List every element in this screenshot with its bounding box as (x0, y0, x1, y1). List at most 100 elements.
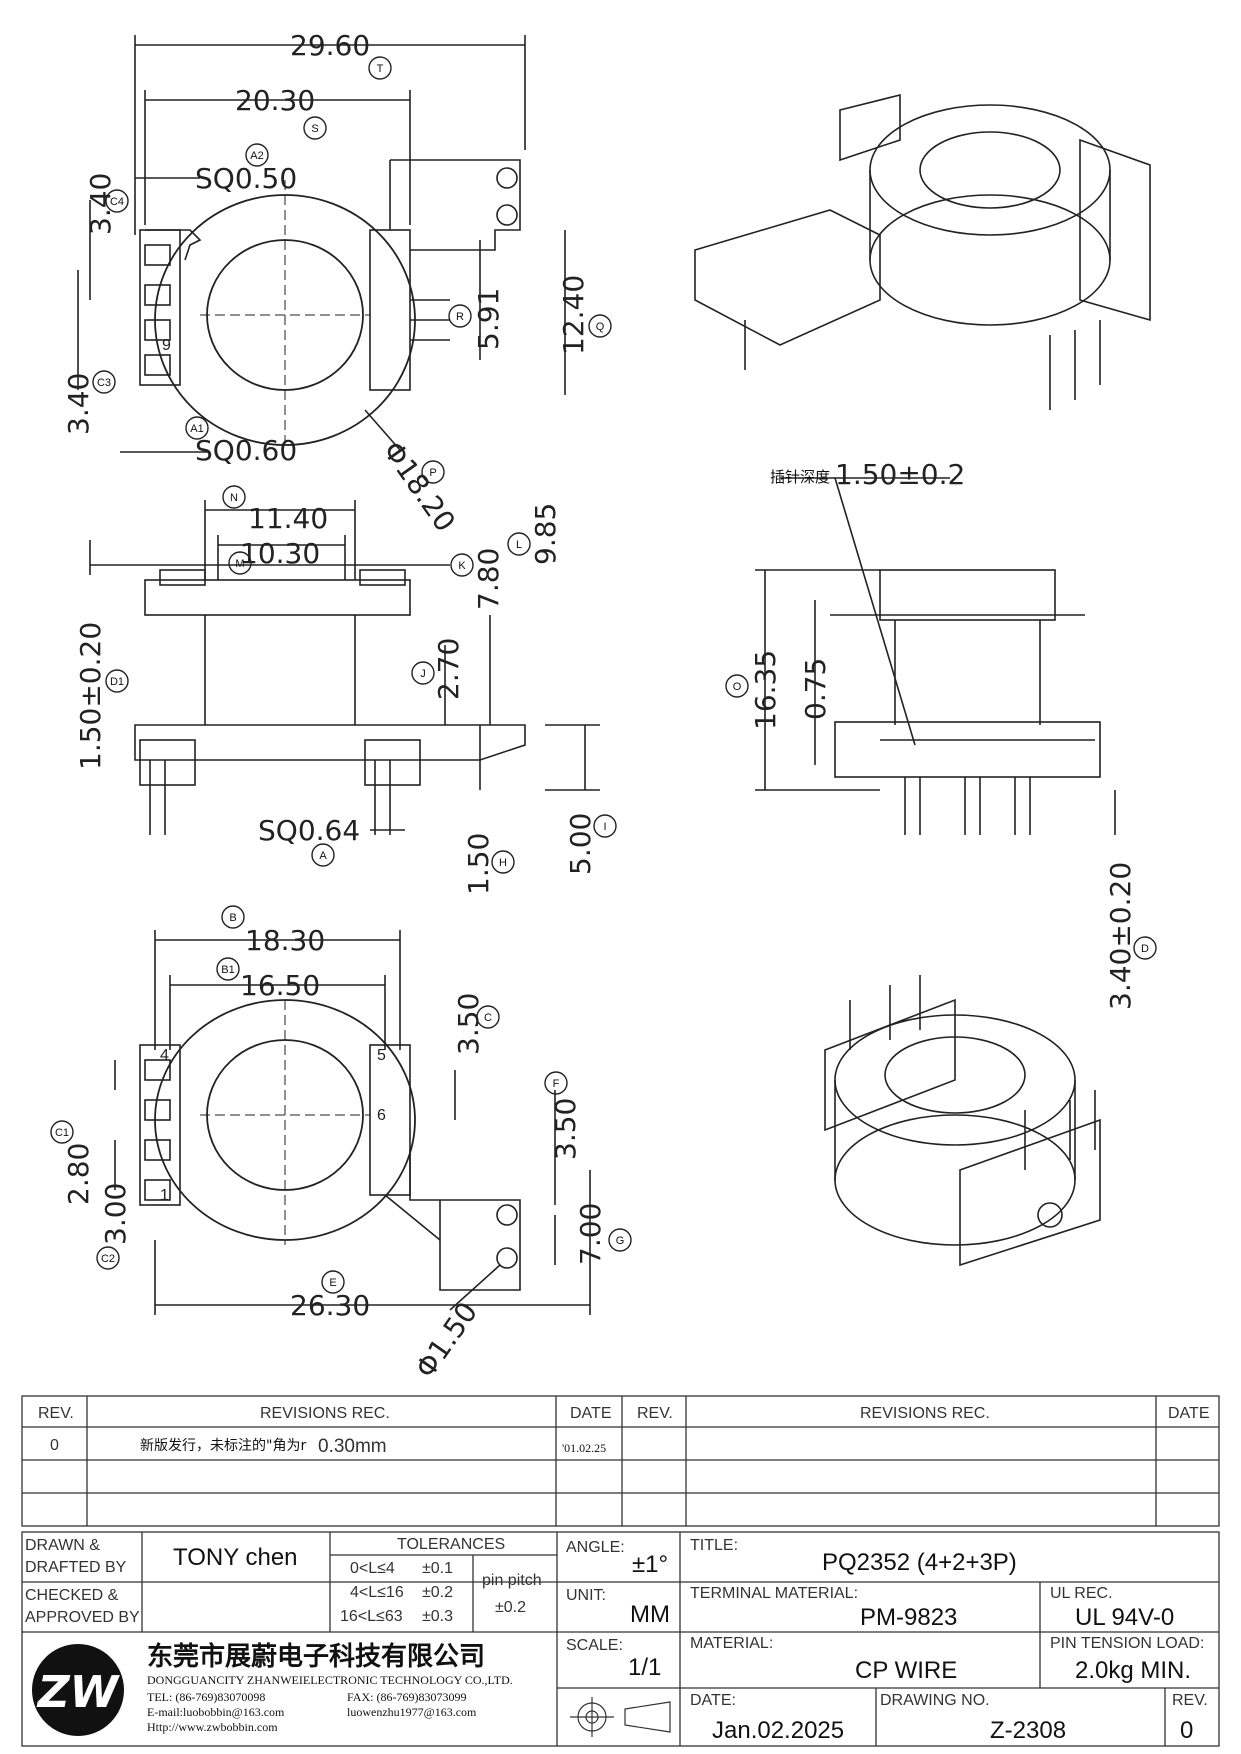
revisions-table: REV. REVISIONS REC. DATE REV. REVISIONS … (21, 1395, 1220, 1527)
svg-text:C1: C1 (55, 1127, 69, 1139)
dim-half: 0.75 (799, 658, 832, 720)
date-header-left: DATE (570, 1405, 611, 1422)
pin-label-5: 5 (377, 1047, 386, 1064)
dim-c4: 3.40 (84, 173, 117, 235)
company-fax: FAX: (86-769)83073099 (347, 1690, 466, 1704)
svg-text:T: T (377, 63, 384, 75)
top-view-labels: 29.60 20.30 SQ0.50 SQ0.60 3.40 3.40 5.91… (62, 29, 590, 538)
drawn-label: DRAWN & (25, 1537, 100, 1554)
svg-text:M: M (235, 558, 244, 570)
dim-m: 10.30 (240, 537, 320, 570)
tol-val-1: ±0.2 (422, 1584, 453, 1601)
bottom-view (114, 930, 591, 1315)
company-email-1: E-mail:luobobbin@163.com (147, 1705, 285, 1719)
side-view-labels: 插针深度 1.50±0.2 16.35 0.75 3.40±0.20 (749, 458, 1137, 1010)
svg-text:O: O (733, 681, 742, 693)
dim-a2: SQ0.50 (195, 162, 297, 195)
rev-header-right: REV. (637, 1405, 673, 1422)
dim-r: 5.91 (472, 288, 505, 350)
iso-view-bottom (824, 975, 1101, 1267)
tol-range-0: 0<L≤4 (350, 1560, 395, 1577)
date-header-right: DATE (1168, 1405, 1209, 1422)
svg-text:K: K (458, 560, 466, 572)
rec-header-right: REVISIONS REC. (860, 1405, 990, 1422)
ul-rec-value: UL 94V-0 (1075, 1604, 1174, 1631)
dim-q: 12.40 (557, 275, 590, 355)
rev-row-0-rec-val: 0.30mm (318, 1436, 387, 1457)
dim-o: 16.35 (749, 650, 782, 730)
scale-value: 1/1 (628, 1654, 661, 1681)
dim-d1: 1.50±0.20 (74, 622, 107, 770)
svg-text:B: B (229, 912, 236, 924)
dim-c3: 3.40 (62, 373, 95, 435)
title-block: DRAWN & DRAFTED BY TONY chen CHECKED & A… (21, 1531, 1220, 1747)
svg-text:D1: D1 (110, 676, 124, 688)
svg-text:N: N (230, 492, 238, 504)
title-value: PQ2352 (4+2+3P) (822, 1549, 1017, 1576)
dim-c1: 2.80 (62, 1143, 95, 1205)
rev-value: 0 (1180, 1717, 1193, 1744)
dim-g: 7.00 (574, 1203, 607, 1265)
checked-label: CHECKED & (25, 1587, 119, 1604)
terminal-material-value: PM-9823 (860, 1604, 957, 1631)
date-label: DATE: (690, 1692, 736, 1709)
company-name-en: DONGGUANCITY ZHANWEIELECTRONIC TECHNOLOG… (147, 1673, 513, 1687)
approved-label: APPROVED BY (25, 1609, 140, 1626)
dim-e: 26.30 (290, 1289, 370, 1322)
svg-text:B1: B1 (221, 964, 234, 976)
company-tel: TEL: (86-769)83070098 (147, 1690, 265, 1704)
front-view (89, 500, 600, 835)
drawing-no-value: Z-2308 (990, 1717, 1066, 1744)
iso-view-top (694, 93, 1151, 410)
rev-row-0-rec-cn: 新版发行，未标注的"角为r (140, 1438, 306, 1454)
svg-text:D: D (1141, 943, 1149, 955)
dim-k: 7.80 (472, 548, 505, 610)
pin-pitch-val: ±0.2 (495, 1599, 526, 1616)
tolerances-label: TOLERANCES (397, 1536, 505, 1553)
svg-text:I: I (603, 821, 606, 833)
dim-f: 3.50 (549, 1098, 582, 1160)
company-email-2: luowenzhu1977@163.com (347, 1705, 477, 1719)
pin-depth-note-val: 1.50±0.2 (835, 458, 965, 491)
dim-n: 11.40 (248, 502, 328, 535)
rev-row-0-rev: 0 (50, 1437, 59, 1454)
pin-pitch-label: pin pitch (482, 1572, 542, 1589)
dim-b1: 16.50 (240, 969, 320, 1002)
pin-depth-note-cn: 插针深度 (770, 469, 830, 486)
projection-symbol-icon (570, 1697, 671, 1737)
tol-val-0: ±0.1 (422, 1560, 453, 1577)
angle-value: ±1° (632, 1551, 668, 1578)
title-label: TITLE: (690, 1537, 738, 1554)
company-website: Http://www.zwbobbin.com (147, 1720, 278, 1734)
terminal-material-label: TERMINAL MATERIAL: (690, 1585, 858, 1602)
dim-p: Φ18.20 (376, 435, 462, 538)
svg-text:C4: C4 (110, 196, 124, 208)
svg-text:P: P (429, 467, 436, 479)
dim-s: 20.30 (235, 84, 315, 117)
svg-text:C: C (484, 1012, 492, 1024)
pin-label-4: 4 (160, 1047, 169, 1064)
scale-label: SCALE: (566, 1637, 623, 1654)
drawing-no-label: DRAWING NO. (880, 1692, 990, 1709)
tol-range-1: 4<L≤16 (350, 1584, 404, 1601)
pin-label-9: 9 (162, 337, 171, 354)
tol-val-2: ±0.3 (422, 1608, 453, 1625)
svg-text:L: L (516, 539, 522, 551)
svg-text:ZW: ZW (36, 1667, 121, 1718)
dim-a1: SQ0.60 (195, 434, 297, 467)
company-name-cn: 东莞市展蔚电子科技有限公司 (147, 1641, 485, 1672)
ul-rec-label: UL REC. (1050, 1585, 1113, 1602)
material-value: CP WIRE (855, 1657, 957, 1684)
dim-t: 29.60 (290, 29, 370, 62)
unit-value: MM (630, 1601, 670, 1628)
svg-text:F: F (553, 1078, 560, 1090)
svg-text:A1: A1 (190, 423, 203, 435)
unit-label: UNIT: (566, 1587, 606, 1604)
svg-text:Q: Q (596, 321, 605, 333)
svg-text:E: E (329, 1277, 336, 1289)
dim-h: 1.50 (462, 833, 495, 895)
svg-text:H: H (499, 857, 507, 869)
dim-d: 3.40±0.20 (1104, 862, 1137, 1010)
svg-text:C3: C3 (97, 377, 111, 389)
dim-i: 5.00 (564, 813, 597, 875)
